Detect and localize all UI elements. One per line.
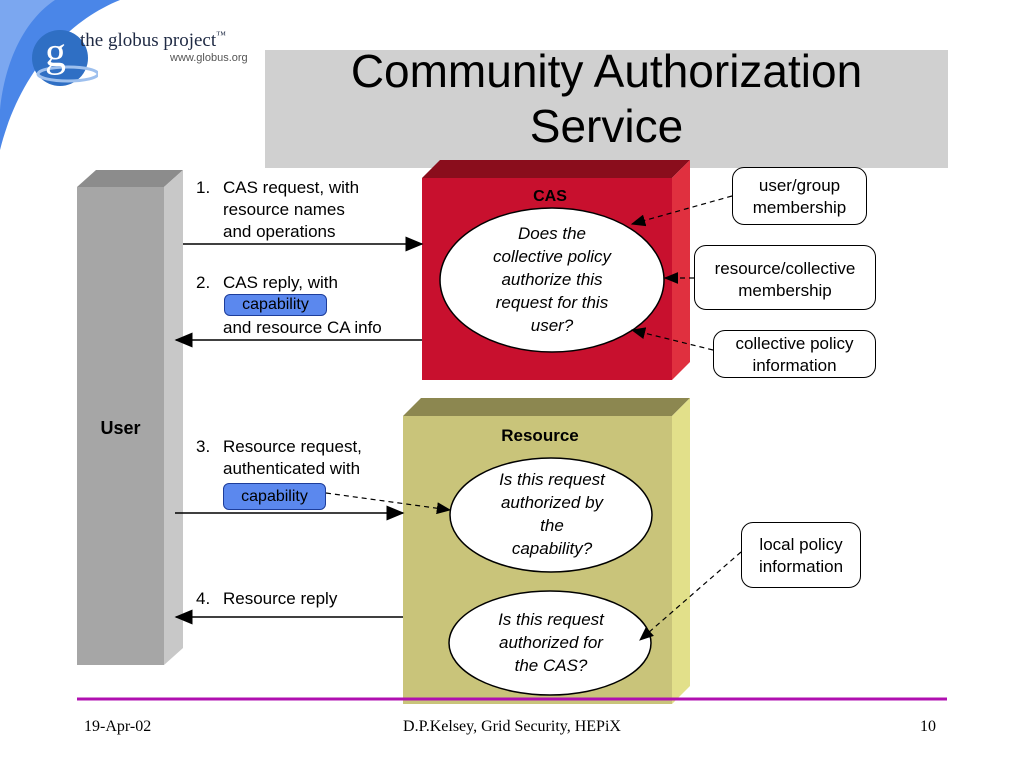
globus-logo-name: the globus project™ [80, 30, 226, 52]
collective-policy-line2: information [752, 356, 837, 375]
resource-question2-line3: the CAS? [514, 656, 588, 675]
user-block-top [77, 170, 183, 187]
step1-line1: CAS request, with [223, 178, 360, 197]
slide-title-line1: Community Authorization [350, 45, 863, 97]
step4-number: 4. [196, 589, 211, 608]
collective-policy-line1: collective policy [735, 334, 854, 353]
resource-question2-line2: authorized for [499, 633, 603, 652]
resource-collective-line1: resource/collective [714, 259, 856, 278]
corner-swoosh [0, 0, 120, 150]
user-block-front [77, 187, 164, 665]
collective-policy-information-box: collective policy information [713, 330, 876, 378]
resource-question1-line1: Is this request [499, 470, 605, 489]
resource-label: Resource [501, 426, 579, 445]
user-label: User [100, 418, 141, 438]
resource-question1-line4: capability? [511, 539, 593, 558]
cas-question-line1: Does the [517, 224, 587, 243]
resource-collective-line2: membership [738, 281, 832, 300]
globus-logo-mark [32, 30, 98, 86]
footer-page-number: 10 [920, 718, 936, 735]
cas-label: CAS [533, 188, 567, 205]
logo-name-text: the globus project [80, 30, 217, 51]
local-policy-information-box: local policy information [741, 522, 861, 588]
resource-collective-membership-box: resource/collective membership [694, 245, 876, 310]
step1-number: 1. [196, 178, 211, 197]
resource-question2: Is this request authorized for the CAS? [458, 608, 644, 677]
user-group-line1: user/group [758, 176, 841, 195]
local-policy-line1: local policy [759, 535, 843, 554]
step1-line3: and operations [223, 222, 336, 241]
cas-question-line5: user? [530, 316, 574, 335]
globus-logo-letter: g [45, 30, 66, 76]
resource-question1: Is this request authorized by the capabi… [460, 468, 644, 560]
resource-question1-line2: authorized by [500, 493, 604, 512]
step3-number: 3. [196, 437, 211, 456]
footer-center: D.P.Kelsey, Grid Security, HEPiX [403, 718, 621, 735]
cas-block-side [672, 160, 690, 380]
cas-question-line3: authorize this [501, 270, 603, 289]
step2-line3: and resource CA info [223, 318, 382, 337]
cas-question-line4: request for this [495, 293, 609, 312]
step2-line1: CAS reply, with [223, 273, 338, 292]
dashed-local-policy [639, 551, 742, 641]
footer-date: 19-Apr-02 [84, 718, 152, 735]
resource-question1-oval [449, 457, 653, 573]
dashed-collective-policy [630, 327, 714, 351]
step3-line1: Resource request, [223, 437, 362, 456]
user-block-side [164, 170, 183, 665]
resource-block-top [403, 398, 690, 416]
slide-title-line2: Service [529, 100, 684, 152]
step4-text: Resource reply [223, 589, 338, 608]
capability-box-cas: capability [224, 294, 327, 316]
logo-tm: ™ [216, 30, 226, 41]
step2-number: 2. [196, 273, 211, 292]
user-group-membership-box: user/group membership [732, 167, 867, 225]
resource-block-side [672, 398, 690, 704]
step3-text: Resource request, authenticated with [223, 436, 362, 480]
step1-line2: resource names [223, 200, 345, 219]
cas-question-line2: collective policy [492, 247, 612, 266]
resource-question1-line3: the [540, 516, 564, 535]
globus-logo-url: www.globus.org [170, 52, 248, 64]
cas-block-top [422, 160, 690, 178]
local-policy-line2: information [758, 557, 844, 576]
title-band [265, 50, 948, 168]
resource-question2-line1: Is this request [498, 610, 604, 629]
cas-question: Does the collective policy authorize thi… [450, 222, 654, 337]
user-group-line2: membership [752, 198, 847, 217]
slide-title: Community Authorization Service [265, 44, 948, 154]
resource-question2-oval [448, 590, 652, 696]
dashed-capability [325, 492, 452, 515]
capability-box-resource: capability [223, 483, 326, 510]
step1-text: CAS request, with resource names and ope… [223, 177, 359, 243]
step3-line2: authenticated with [223, 459, 361, 478]
